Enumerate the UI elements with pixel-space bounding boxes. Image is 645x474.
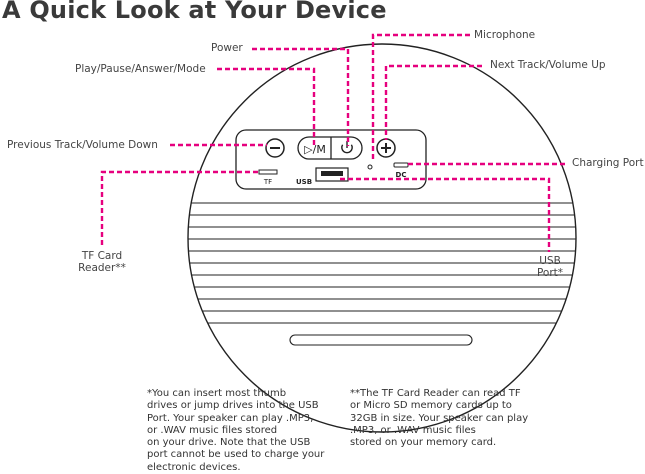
play-callout-line: [217, 67, 316, 146]
power-callout-label: Power: [211, 42, 243, 54]
tf-callout-line: [100, 170, 258, 248]
tf-card-slot: [258, 169, 278, 175]
usb-port-contacts: [321, 171, 343, 176]
callout-lines: [100, 33, 568, 252]
usb-port-callout-label: USB Port*: [532, 255, 568, 279]
next-track-callout-label: Next Track/Volume Up: [490, 59, 606, 71]
power-icon[interactable]: [341, 141, 353, 154]
previous-track-callout-label: Previous Track/Volume Down: [7, 139, 158, 151]
tf-label: TF: [263, 178, 272, 186]
usb-port-line2: Port*: [536, 267, 564, 279]
microphone-hole: [367, 164, 373, 170]
dc-port: [393, 162, 409, 168]
next-track-callout-line: [384, 64, 482, 140]
dc-label: DC: [396, 171, 407, 179]
power-callout-line: [252, 47, 350, 146]
microphone-callout-line: [371, 33, 470, 160]
tf-card-reader-callout-label: TF Card Reader**: [72, 250, 132, 274]
page-title: A Quick Look at Your Device: [2, 0, 387, 24]
play-pause-callout-label: Play/Pause/Answer/Mode: [75, 63, 206, 75]
charging-port-callout-label: Charging Port: [572, 157, 644, 169]
speaker-grille: [188, 202, 576, 324]
microphone-callout-label: Microphone: [474, 29, 536, 41]
play-mode-icon[interactable]: ▷/M: [304, 143, 326, 156]
tf-card-reader-line2: Reader**: [78, 262, 126, 274]
speaker-body: [187, 43, 577, 433]
tf-footnote: **The TF Card Reader can read TF or Micr…: [350, 388, 529, 449]
usb-label: USB: [296, 178, 312, 186]
speaker-foot: [289, 334, 473, 346]
usb-footnote: *You can insert most thumb drives or jum…: [147, 388, 325, 473]
usb-port-line1: USB: [539, 255, 561, 267]
tf-card-reader-line1: TF Card: [81, 250, 123, 262]
usb-callout-line: [340, 177, 551, 252]
